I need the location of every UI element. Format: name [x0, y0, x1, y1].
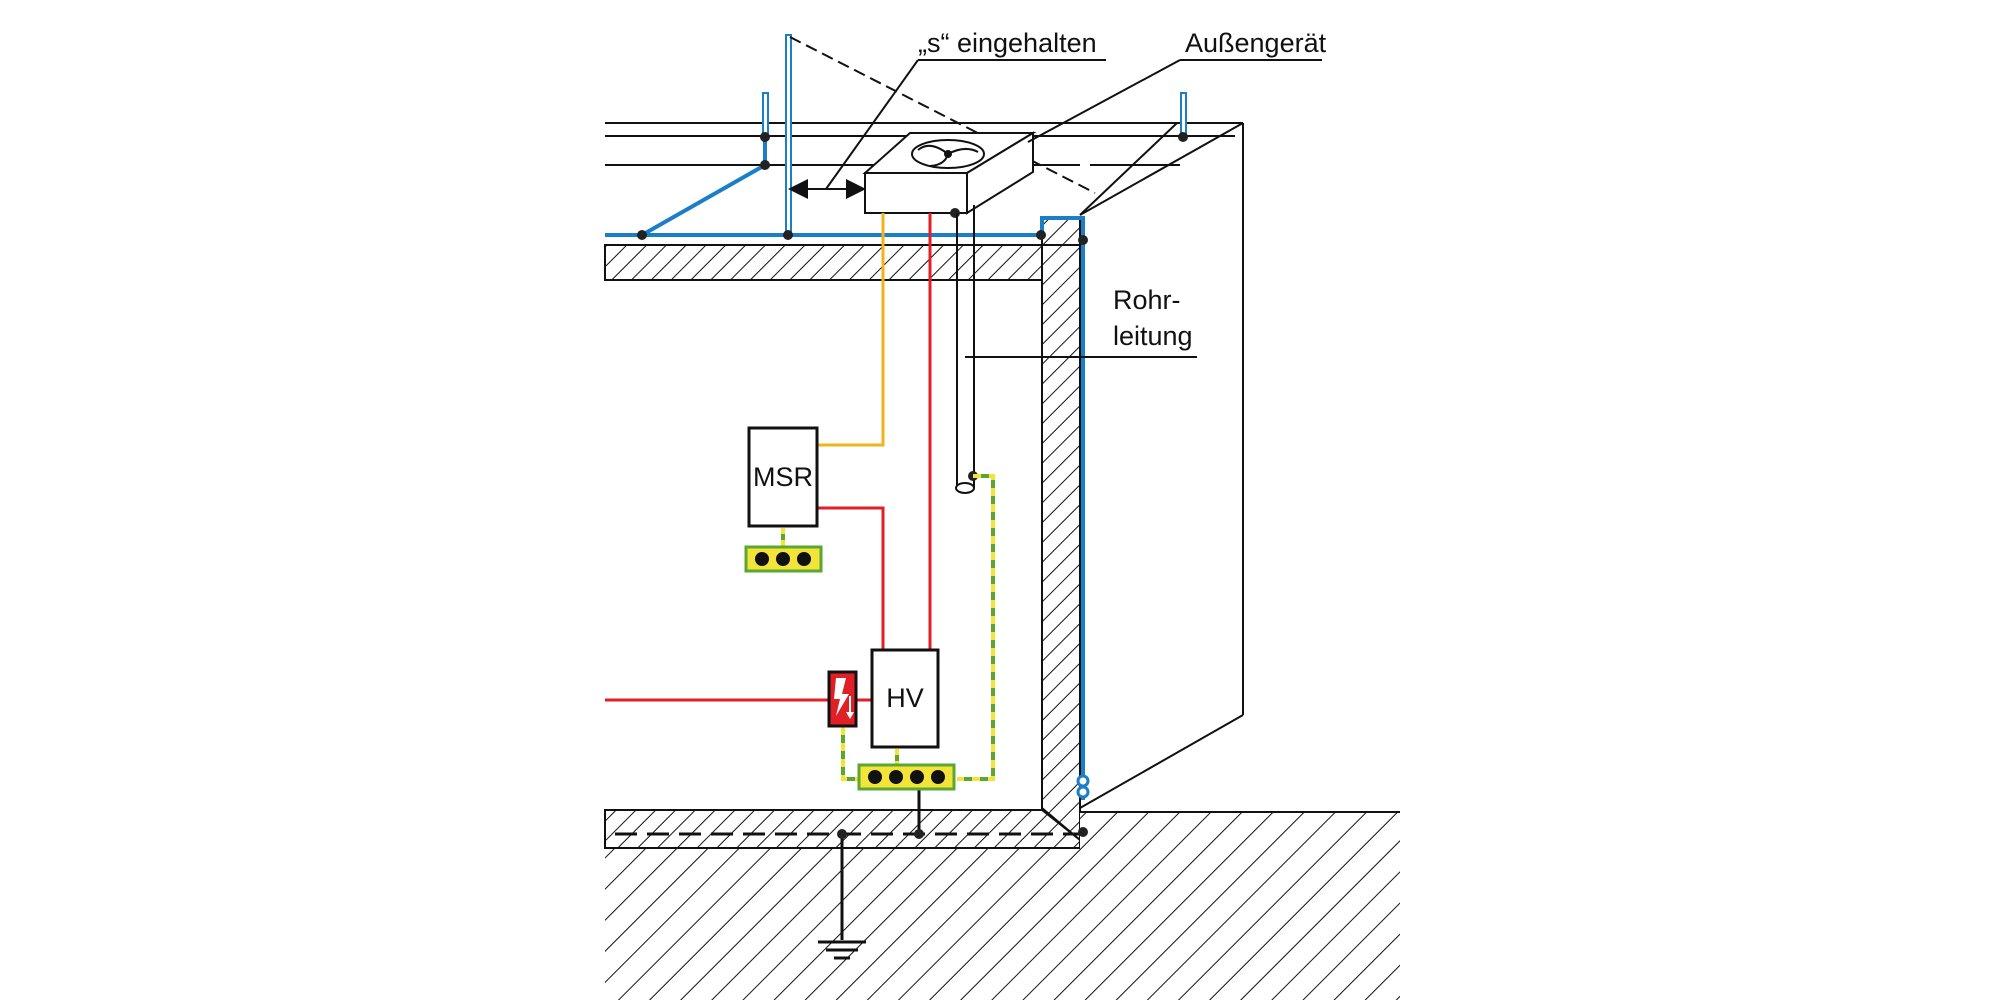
hv-label: HV: [886, 683, 924, 713]
pipe: [955, 205, 978, 494]
air-termination-rod: [762, 92, 769, 138]
main-busbar: [857, 763, 956, 791]
hv-box: HV: [870, 648, 940, 749]
leader-line: [825, 59, 919, 190]
wall-top-corner: [1041, 217, 1081, 246]
annotations: „s“ eingehalten Außengerät Rohr- leitung: [825, 28, 1327, 358]
surge-protector: [827, 670, 858, 728]
connection-dot: [1178, 132, 1188, 142]
roof-conductor: [605, 216, 1085, 800]
air-termination-rod: [785, 34, 792, 236]
label-rohrleitung-1: Rohr-: [1113, 285, 1181, 315]
air-termination-rod: [1180, 92, 1187, 138]
control-cable: [818, 213, 885, 447]
test-joint: [1076, 774, 1090, 788]
connection-dot: [760, 132, 770, 142]
room-inner-outline: [605, 279, 1043, 811]
label-aussengeraet: Außengerät: [1185, 28, 1327, 58]
lightning-protection-system: [605, 34, 1188, 837]
msr-box: MSR: [747, 426, 819, 528]
test-joint: [1076, 785, 1090, 799]
connection-dot: [950, 208, 960, 218]
building-structure: [604, 122, 1400, 1000]
protection-angle-line: [789, 36, 1096, 194]
roof-perspective-line: [1079, 122, 1244, 216]
roof-conductor: [641, 163, 766, 237]
cables: [605, 213, 995, 960]
outdoor-unit-front: [864, 172, 968, 214]
connection-dot: [783, 230, 793, 240]
msr-busbar: [744, 545, 823, 573]
connection-dot: [837, 829, 847, 839]
leader-line: [1027, 59, 1181, 143]
connection-dot: [1078, 235, 1088, 245]
fan-icon: [911, 139, 985, 169]
outdoor-unit: [788, 131, 1037, 218]
lightning-bolt-icon: [834, 678, 849, 716]
exterior-wall: [1041, 217, 1081, 843]
side-wall-line: [1079, 714, 1244, 809]
connection-dot: [637, 230, 647, 240]
power-cable: [818, 506, 885, 652]
msr-label: MSR: [753, 462, 813, 492]
connection-dot: [1078, 827, 1088, 837]
earth-ground-icon: [818, 940, 866, 960]
label-s-eingehalten: „s“ eingehalten: [918, 28, 1097, 58]
roof-perspective-line: [1079, 122, 1178, 216]
ground-soil: [605, 812, 1400, 1000]
connection-dot: [760, 160, 770, 170]
connection-dot: [914, 829, 924, 839]
connection-dot: [1036, 230, 1046, 240]
equipotential-bonding: [781, 474, 995, 781]
pipe-end: [955, 482, 975, 494]
label-rohrleitung-2: leitung: [1113, 321, 1193, 351]
roof-slab: [604, 244, 1043, 281]
